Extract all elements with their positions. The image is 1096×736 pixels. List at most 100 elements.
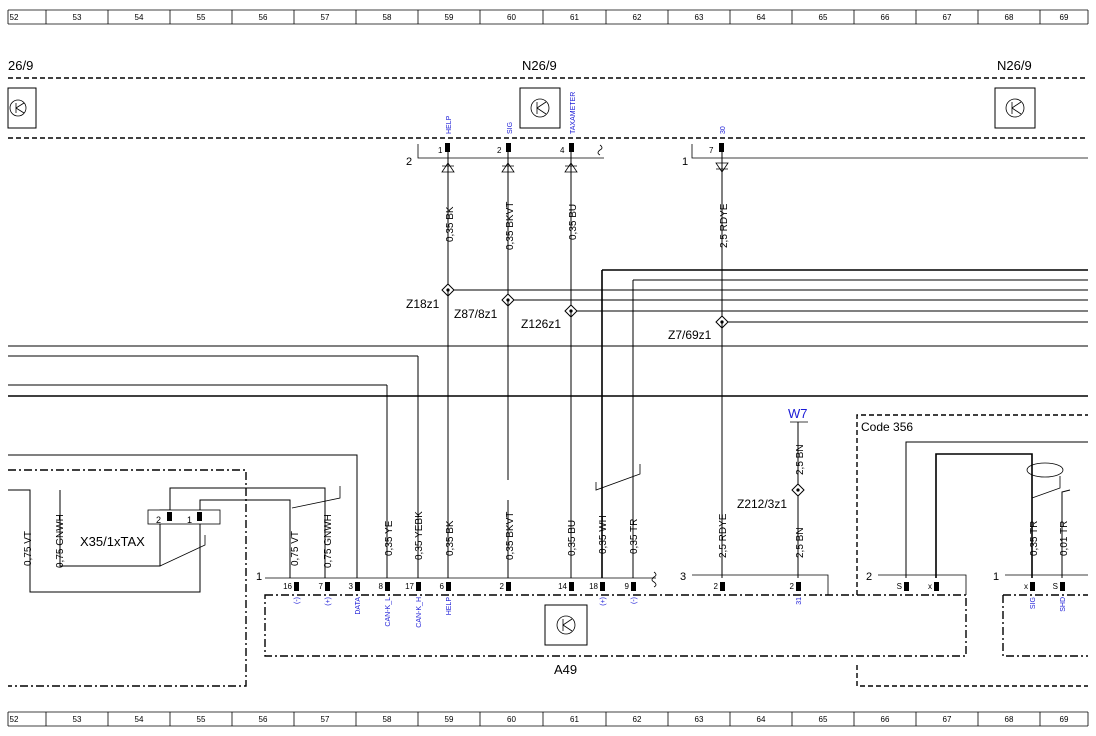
splice-z126z1: Z126z1 bbox=[521, 304, 578, 331]
a49-pin: 16(-) bbox=[283, 582, 301, 604]
wire-label: 0,75 GNWH bbox=[323, 514, 334, 568]
ruler-number: 68 bbox=[1005, 13, 1014, 22]
control-unit-icon bbox=[519, 87, 561, 129]
wire-label: 0,35 YEBK bbox=[414, 511, 425, 560]
ground-w7: W7 bbox=[788, 406, 808, 484]
svg-text:2: 2 bbox=[714, 582, 719, 591]
ruler-number: 62 bbox=[633, 715, 642, 724]
a49-pin: 231 bbox=[790, 582, 803, 605]
x35-pin: 2 bbox=[156, 515, 161, 525]
ruler-number: 52 bbox=[10, 13, 19, 22]
ruler-number: 60 bbox=[507, 13, 516, 22]
wire-label: 2,5 RDYE bbox=[718, 513, 729, 558]
x35-label: X35/1xTAX bbox=[80, 534, 145, 549]
wire-label: 0,75 VT bbox=[290, 531, 301, 566]
svg-text:SIG: SIG bbox=[1030, 597, 1037, 609]
upper-connector-1 bbox=[691, 144, 1088, 159]
wire-label: 0,01 TR bbox=[1059, 521, 1070, 556]
a49-pin: 9(-) bbox=[625, 582, 638, 604]
svg-text:Z7/69z1: Z7/69z1 bbox=[668, 328, 712, 342]
svg-text:x: x bbox=[928, 582, 932, 591]
code-356-label: Code 356 bbox=[861, 420, 913, 434]
wire-label: 0,35 TR bbox=[629, 519, 640, 554]
ruler-number: 66 bbox=[881, 13, 890, 22]
svg-text:Z18z1: Z18z1 bbox=[406, 297, 440, 311]
ruler-number: 59 bbox=[445, 13, 454, 22]
a49-pin: 14 bbox=[558, 582, 574, 591]
svg-text:CAN-K_H: CAN-K_H bbox=[416, 597, 423, 628]
a49-plug-number: 2 bbox=[866, 571, 872, 583]
svg-text:W7: W7 bbox=[788, 406, 808, 421]
svg-text:S: S bbox=[1053, 582, 1058, 591]
ruler-number: 59 bbox=[445, 715, 454, 724]
ruler-number: 52 bbox=[10, 715, 19, 724]
svg-text:16: 16 bbox=[283, 582, 292, 591]
svg-text:(-): (-) bbox=[631, 597, 638, 604]
svg-text:2: 2 bbox=[790, 582, 795, 591]
svg-text:4: 4 bbox=[560, 146, 565, 155]
a49-pin: x bbox=[928, 582, 939, 591]
svg-text:HELP: HELP bbox=[446, 115, 453, 134]
svg-text:x: x bbox=[1024, 582, 1028, 591]
ruler-number: 54 bbox=[135, 13, 144, 22]
a49-pin: 7(+) bbox=[319, 582, 332, 606]
wire-label: 2,5 BN bbox=[795, 527, 806, 558]
upper-plug-number: 2 bbox=[406, 156, 412, 168]
ruler-number: 56 bbox=[259, 13, 268, 22]
upper-plug-number: 1 bbox=[682, 156, 688, 168]
svg-text:2: 2 bbox=[500, 582, 505, 591]
splice-z87-8z1: Z87/8z1 bbox=[454, 293, 515, 321]
svg-text:CAN-K_L: CAN-K_L bbox=[385, 597, 392, 627]
splice-z212-3z1: Z212/3z1 bbox=[737, 483, 805, 511]
wire-label: 2,5 BN bbox=[795, 444, 806, 475]
a49-plug-number: 1 bbox=[256, 571, 262, 583]
a49-boundary bbox=[264, 594, 967, 657]
a49-label: A49 bbox=[554, 662, 577, 677]
upper-pin-30: 7 30 bbox=[709, 126, 727, 155]
upper-pin-taxameter: 4 TAXAMETER bbox=[560, 92, 577, 155]
svg-text:TAXAMETER: TAXAMETER bbox=[570, 92, 577, 134]
a49-pin: 2 bbox=[500, 582, 511, 591]
svg-text:Z87/8z1: Z87/8z1 bbox=[454, 307, 498, 321]
wire-label: 0,75 GNWH bbox=[55, 514, 66, 568]
ruler-number: 58 bbox=[383, 13, 392, 22]
ruler-number: 57 bbox=[321, 715, 330, 724]
ruler-number: 64 bbox=[757, 13, 766, 22]
svg-text:(+): (+) bbox=[600, 597, 607, 606]
ruler-number: 65 bbox=[819, 715, 828, 724]
svg-text:HELP: HELP bbox=[446, 597, 453, 616]
ruler-number: 55 bbox=[197, 13, 206, 22]
wire-label: 0,35 WH bbox=[598, 515, 609, 554]
wire-label: 0,35 BK bbox=[445, 520, 456, 556]
svg-text:6: 6 bbox=[440, 582, 445, 591]
ruler-number: 67 bbox=[943, 715, 952, 724]
ruler-number: 64 bbox=[757, 715, 766, 724]
svg-text:Z212/3z1: Z212/3z1 bbox=[737, 497, 787, 511]
splice-z18z1: Z18z1 bbox=[406, 283, 455, 311]
svg-text:14: 14 bbox=[558, 582, 567, 591]
ruler-number: 53 bbox=[73, 13, 82, 22]
ruler-number: 54 bbox=[135, 715, 144, 724]
svg-text:9: 9 bbox=[625, 582, 630, 591]
n26-left-label: 26/9 bbox=[8, 58, 33, 73]
svg-text:(+): (+) bbox=[325, 597, 332, 606]
svg-text:2: 2 bbox=[497, 146, 502, 155]
upper-pin-sig: 2 SIG bbox=[497, 122, 514, 155]
ruler-number: 68 bbox=[1005, 715, 1014, 724]
splice-z7-69z1: Z7/69z1 bbox=[668, 315, 729, 342]
ruler-number: 53 bbox=[73, 715, 82, 724]
ruler-number: 61 bbox=[570, 715, 579, 724]
svg-text:7: 7 bbox=[709, 146, 714, 155]
svg-text:8: 8 bbox=[379, 582, 384, 591]
ruler-number: 60 bbox=[507, 715, 516, 724]
ruler-number: 69 bbox=[1060, 715, 1069, 724]
ruler-number: 63 bbox=[695, 13, 704, 22]
